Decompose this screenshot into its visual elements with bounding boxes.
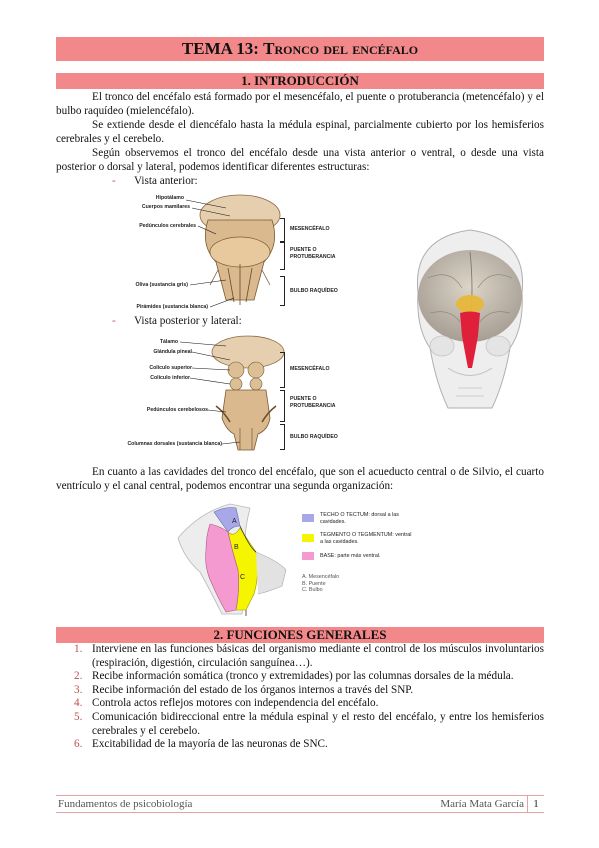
list-item: 2. Recibe información somática (tronco y … xyxy=(56,670,544,684)
brainstem-anterior-illustration xyxy=(185,194,281,308)
brace-puente-2 xyxy=(280,390,285,422)
list-text: Excitabilidad de la mayoría de las neuro… xyxy=(92,738,328,751)
list-item: 6. Excitabilidad de la mayoría de las neu… xyxy=(56,738,544,752)
label-hipotalamo: Hipotálamo xyxy=(155,195,184,201)
label-oliva: Oliva (sustancia gris) xyxy=(135,282,188,288)
label-puente-2: PUENTE O xyxy=(290,396,317,402)
cavities-paragraph: En cuanto a las cavidades del tronco del… xyxy=(56,465,544,493)
label-bulbo-raquideo: BULBO RAQUÍDEO xyxy=(290,288,338,294)
label-protuberancia-2: PROTUBERANCIA xyxy=(290,403,336,409)
key-b: B. Puente xyxy=(302,580,326,587)
brainstem-posterior-illustration xyxy=(179,335,285,451)
brace-puente xyxy=(280,242,285,270)
bullet-anterior-text: Vista anterior: xyxy=(134,175,198,187)
label-columnas-dorsales: Columnas dorsales (sustancia blanca) xyxy=(127,441,222,447)
list-text: Interviene en las funciones básicas del … xyxy=(92,643,544,669)
legend-swatch-base xyxy=(302,552,314,560)
label-mesencefalo-2: MESENCÉFALO xyxy=(290,366,330,372)
label-coliculo-inferior: Colículo inferior xyxy=(150,375,190,381)
bullet-dash: - xyxy=(112,175,116,187)
legend-tegmentum-line2: a las cavidades. xyxy=(320,538,359,545)
bullet-anterior: - Vista anterior: xyxy=(112,174,198,188)
intro-paragraph-2: Se extiende desde el diencéfalo hasta la… xyxy=(56,119,544,145)
list-text: Comunicación bidireccional entre la médu… xyxy=(92,710,544,737)
legend-tectum-line2: cavidades. xyxy=(320,518,346,525)
letter-a: A xyxy=(232,518,237,525)
label-glandula-pineal: Glándula pineal xyxy=(153,349,192,355)
title-rest: Tronco del encéfalo xyxy=(263,39,419,58)
brace-mesencefalo xyxy=(280,218,285,242)
page-title: TEMA 13: Tronco del encéfalo xyxy=(56,37,544,61)
list-number: 1. xyxy=(74,643,83,655)
list-number: 5. xyxy=(74,710,83,723)
transparent-head-illustration xyxy=(416,229,524,409)
label-mesencefalo: MESENCÉFALO xyxy=(290,226,330,232)
list-number: 4. xyxy=(74,697,83,710)
legend-tectum-line1: TECHO O TECTUM: dorsal a las xyxy=(320,512,399,518)
letter-b: B xyxy=(234,544,239,551)
legend-swatch-tegmentum xyxy=(302,534,314,542)
bullet-posterior-text: Vista posterior y lateral: xyxy=(134,315,242,327)
list-item: 4. Controla actos reflejos motores con in… xyxy=(56,697,544,711)
list-number: 3. xyxy=(74,683,83,696)
intro-paragraphs: El tronco del encéfalo está formado por … xyxy=(56,90,544,174)
label-protuberancia: PROTUBERANCIA xyxy=(290,254,336,260)
key-a: A. Mesencéfalo xyxy=(302,574,340,580)
figure-posterior-view: Tálamo Glándula pineal Colículo superior… xyxy=(127,330,370,455)
title-main: TEMA 13: xyxy=(181,39,264,58)
page-footer: Fundamentos de psicobiología María Mata … xyxy=(56,795,544,813)
legend-tegmentum: TEGMENTO O TEGMENTUM: ventral a las cavi… xyxy=(320,532,411,545)
label-pedunculos-cerebelosos: Pedúnculos cerebelosos xyxy=(146,407,208,413)
brace-bulbo-2 xyxy=(280,424,285,450)
label-bulbo-raquideo-2: BULBO RAQUÍDEO xyxy=(290,434,338,440)
label-coliculo-superior: Colículo superior xyxy=(149,365,192,371)
legend-tegmentum-line1: TEGMENTO O TEGMENTUM: ventral xyxy=(320,532,412,538)
label-puente: PUENTE O xyxy=(290,247,317,253)
footer-author: María Mata García xyxy=(440,798,524,810)
figure-sagittal: A B C TECHO O TECTUM: dorsal a las cavid… xyxy=(170,498,430,616)
list-item: 3. Recibe información del estado de los ó… xyxy=(56,684,544,698)
sagittal-section-illustration xyxy=(177,503,287,616)
functions-list: 1. Interviene en las funciones básicas de… xyxy=(56,643,544,752)
legend-tectum: TECHO O TECTUM: dorsal a las cavidades. xyxy=(320,512,399,525)
intro-paragraph-1: El tronco del encéfalo está formado por … xyxy=(56,91,544,117)
figure-anterior-view: Hipotálamo Cuerpos mamilares Pedúnculos … xyxy=(130,190,370,315)
list-number: 2. xyxy=(74,670,83,683)
legend-swatch-tectum xyxy=(302,514,314,522)
list-text: Controla actos reflejos motores con inde… xyxy=(92,697,379,710)
label-piramides: Pirámides (sustancia blanca) xyxy=(136,304,208,310)
key-c: C. Bulbo xyxy=(302,587,323,593)
footer-course: Fundamentos de psicobiología xyxy=(58,798,193,810)
brace-bulbo xyxy=(280,276,285,306)
label-cuerpos-mamilares: Cuerpos mamilares xyxy=(141,204,190,210)
list-text: Recibe información somática (tronco y ex… xyxy=(92,670,514,683)
list-item: 5. Comunicación bidireccional entre la mé… xyxy=(56,711,544,738)
letter-c: C xyxy=(240,574,246,581)
list-item: 1. Interviene en las funciones básicas de… xyxy=(56,643,544,670)
section-heading-intro: 1. INTRODUCCIÓN xyxy=(56,73,544,89)
legend-base: BASE: parte más ventral. xyxy=(320,553,381,559)
label-talamo: Tálamo xyxy=(159,339,178,345)
legend-key: A. Mesencéfalo B. Puente C. Bulbo xyxy=(302,574,339,594)
label-pedunculos-cerebrales: Pedúnculos cerebrales xyxy=(139,223,196,229)
list-number: 6. xyxy=(74,738,83,751)
section-heading-functions: 2. FUNCIONES GENERALES xyxy=(56,627,544,643)
figure-head-3d xyxy=(400,218,540,418)
list-text: Recibe información del estado de los órg… xyxy=(92,683,414,696)
bullet-dash-2: - xyxy=(112,315,116,327)
intro-paragraph-4: En cuanto a las cavidades del tronco del… xyxy=(56,466,544,492)
intro-paragraph-3: Según observemos el tronco del encéfalo … xyxy=(56,147,544,173)
page-number: 1 xyxy=(527,796,544,812)
brace-mesencefalo-2 xyxy=(280,352,285,388)
bullet-posterior: - Vista posterior y lateral: xyxy=(112,314,242,328)
